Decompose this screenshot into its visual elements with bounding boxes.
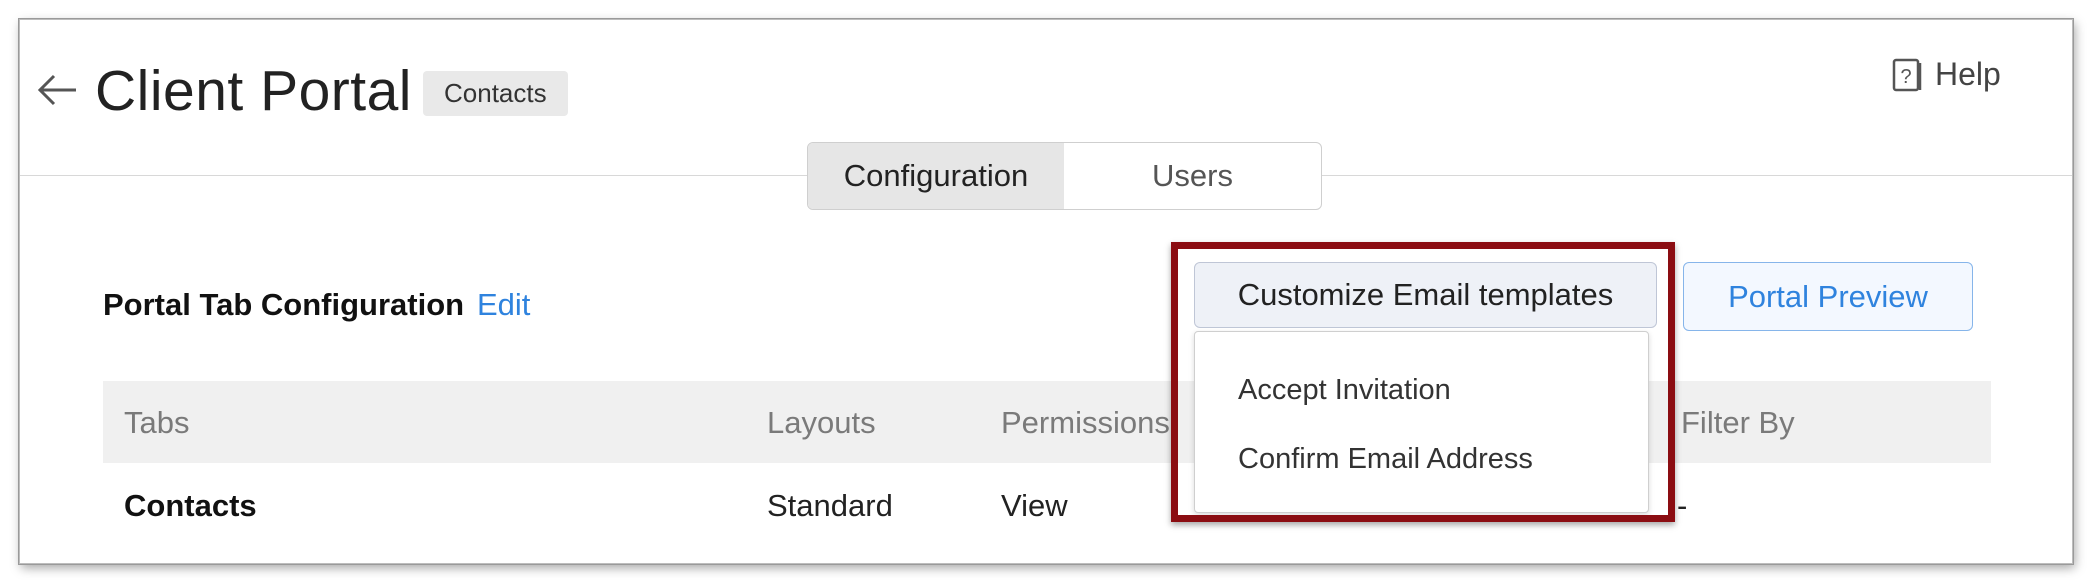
help-label: Help xyxy=(1935,56,2001,92)
column-header-permissions: Permissions xyxy=(1001,405,1170,440)
help-link[interactable]: ? Help xyxy=(1891,56,2001,93)
back-arrow-icon[interactable] xyxy=(34,70,80,110)
app-window: Client Portal Contacts ? Help Configurat… xyxy=(19,19,2073,564)
column-header-tabs: Tabs xyxy=(124,405,190,440)
module-badge: Contacts xyxy=(423,71,568,116)
dropdown-item-accept-invitation[interactable]: Accept Invitation xyxy=(1238,374,1451,406)
tab-configuration[interactable]: Configuration xyxy=(808,143,1064,209)
email-templates-dropdown: Accept Invitation Confirm Email Address xyxy=(1194,331,1649,513)
customize-email-templates-button[interactable]: Customize Email templates xyxy=(1194,262,1657,328)
help-book-icon: ? xyxy=(1892,58,1922,91)
portal-preview-button[interactable]: Portal Preview xyxy=(1683,262,1973,331)
annotation-highlight-box xyxy=(1171,242,1675,522)
cell-tab-name: Contacts xyxy=(124,488,257,523)
cell-permission: View xyxy=(1001,488,1068,523)
column-header-layouts: Layouts xyxy=(767,405,876,440)
edit-link[interactable]: Edit xyxy=(477,287,531,322)
table-header: Tabs Layouts Permissions Filter By xyxy=(103,381,1991,463)
cell-layout: Standard xyxy=(767,488,893,523)
svg-text:?: ? xyxy=(1900,66,1911,88)
tab-users[interactable]: Users xyxy=(1152,158,1233,193)
column-header-filter-by: Filter By xyxy=(1681,405,1795,440)
dropdown-item-confirm-email-address[interactable]: Confirm Email Address xyxy=(1238,443,1533,475)
section-title: Portal Tab Configuration xyxy=(103,287,465,322)
view-tabs: Configuration Users xyxy=(807,142,1322,210)
page-title: Client Portal xyxy=(95,59,412,123)
cell-filter-by: - xyxy=(1677,488,1688,523)
